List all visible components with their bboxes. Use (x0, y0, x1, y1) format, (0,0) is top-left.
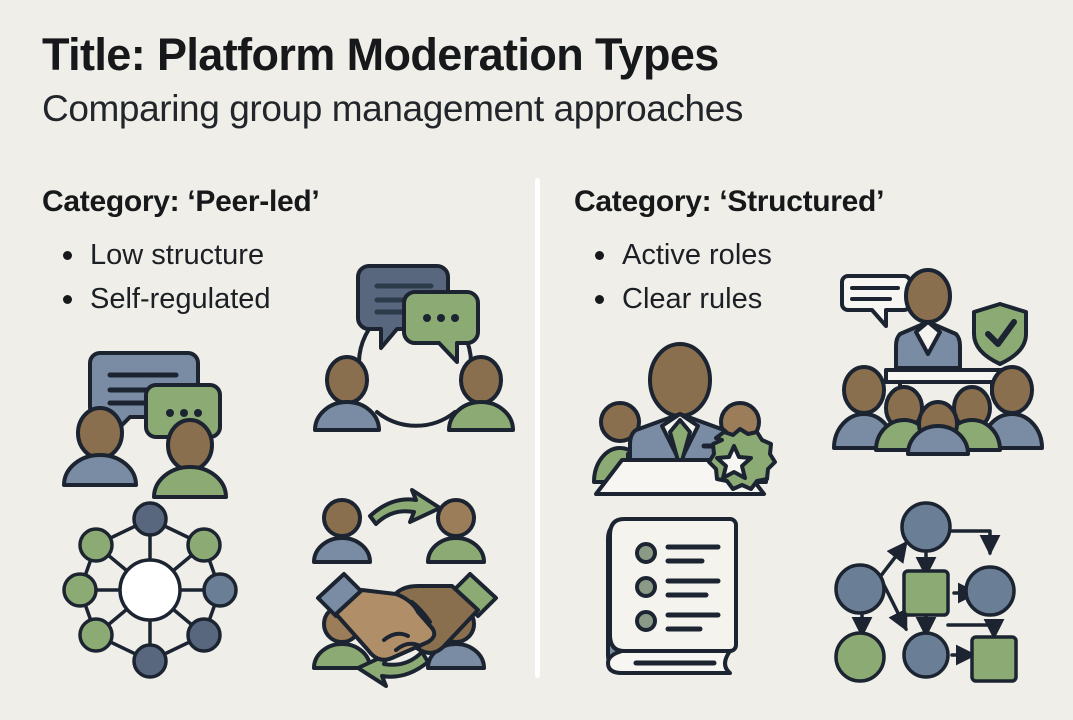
category-heading-peer-led: Category: ‘Peer-led’ (42, 185, 320, 218)
header: Title: Platform Moderation Types Compari… (42, 29, 1042, 131)
category-heading-structured: Category: ‘Structured’ (574, 185, 885, 218)
bullet-list-structured: Active roles Clear rules (574, 233, 1054, 321)
handshake-collaboration-icon (300, 488, 515, 688)
bullet-list-peer-led: Low structure Self-regulated (42, 233, 522, 321)
workflow-flowchart-icon (832, 495, 1027, 683)
column-divider (535, 178, 540, 678)
list-item: Low structure (60, 233, 522, 277)
column-peer-led: Category: ‘Peer-led’ Low structure Self-… (42, 185, 522, 321)
list-item: Active roles (592, 233, 1054, 277)
two-people-chat-icon (58, 345, 238, 499)
column-structured: Category: ‘Structured’ Active roles Clea… (574, 185, 1054, 321)
list-item: Clear rules (592, 277, 1054, 321)
page-subtitle: Comparing group management approaches (42, 88, 743, 130)
moderated-meeting-icon (832, 268, 1044, 456)
list-item: Self-regulated (60, 277, 522, 321)
network-mesh-icon (58, 495, 243, 680)
page-title: Title: Platform Moderation Types (42, 29, 719, 80)
discussion-circle-icon (313, 262, 515, 437)
rulebook-icon (602, 505, 762, 680)
moderator-desk-badge-icon (588, 342, 777, 497)
